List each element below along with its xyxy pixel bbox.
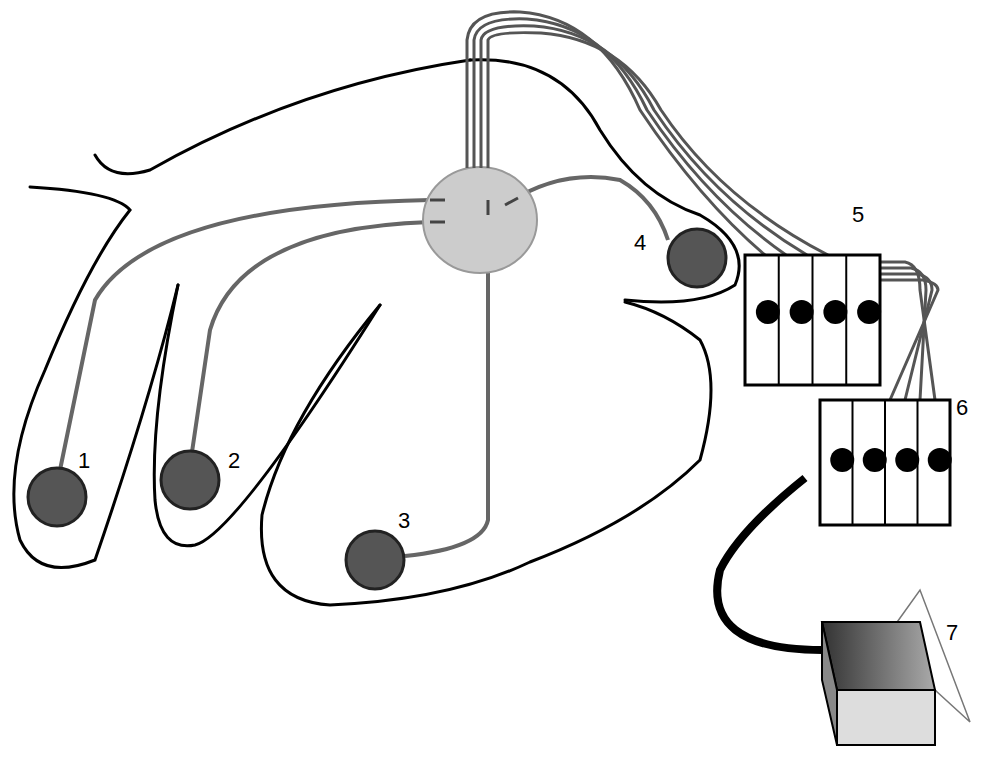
recorder-device (822, 590, 970, 745)
callout-number: 7 (946, 622, 958, 644)
main-cable (717, 478, 822, 650)
hand-outline (14, 60, 739, 605)
callout-number: 6 (956, 397, 968, 419)
connector-block (745, 255, 881, 385)
hub-ticks (430, 198, 518, 222)
callout-number: 2 (228, 450, 240, 472)
sensors (28, 229, 726, 589)
callout-number: 1 (78, 450, 90, 472)
hub (423, 167, 537, 273)
callout-number: 5 (852, 204, 864, 226)
callout-number: 4 (634, 232, 646, 254)
connector-wires (880, 262, 938, 400)
sensor-wires (60, 177, 668, 556)
connector-block (820, 400, 952, 525)
cable-bundle (467, 12, 828, 255)
callout-number: 3 (398, 510, 410, 532)
